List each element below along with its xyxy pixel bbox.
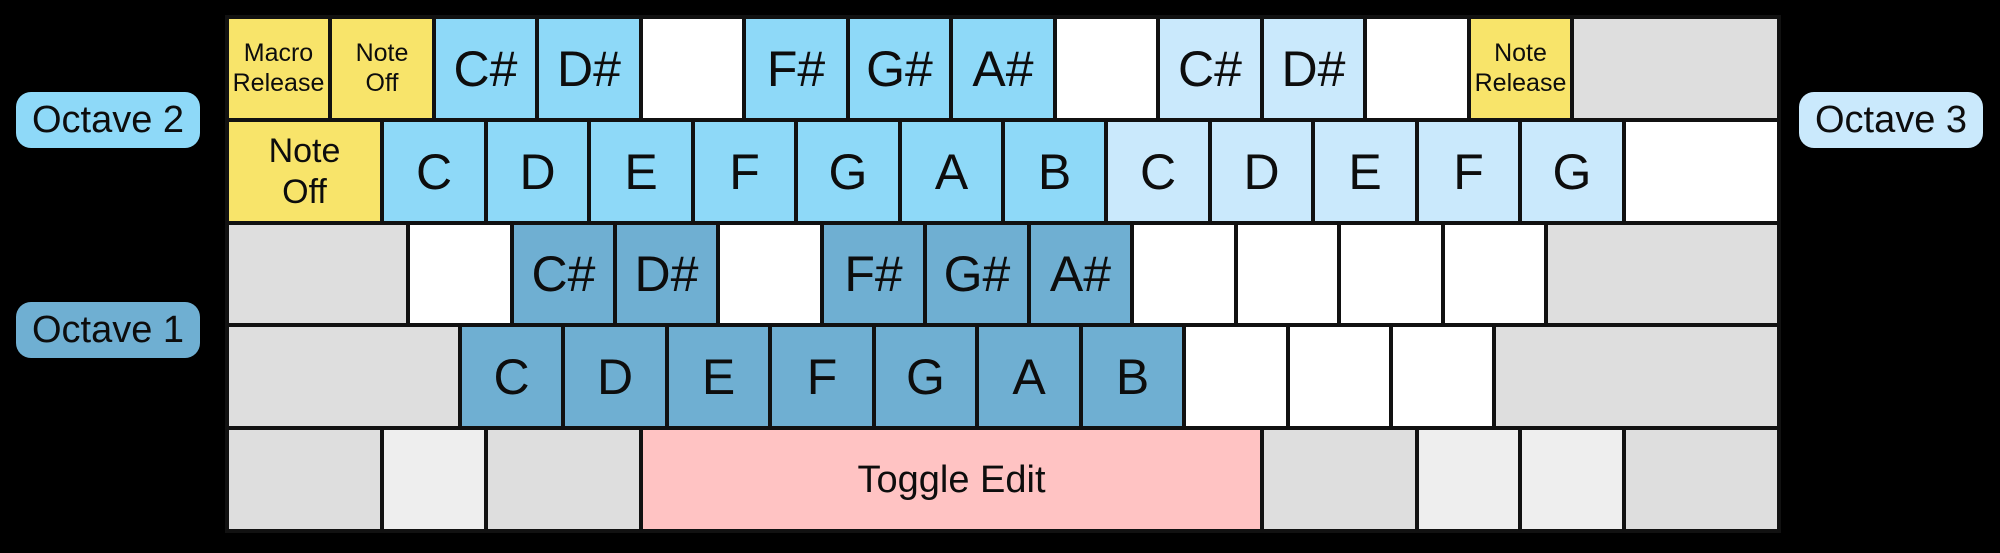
key-blank xyxy=(1288,325,1391,428)
octave-2-label: Octave 2 xyxy=(16,92,200,148)
key-csharp-octave3: C# xyxy=(1158,17,1262,120)
key-a-octave2: A xyxy=(900,120,1003,223)
key-c-octave1: C xyxy=(460,325,563,428)
key-c-octave3: C xyxy=(1106,120,1210,223)
key-d-octave2: D xyxy=(486,120,589,223)
key-g-octave3: G xyxy=(1520,120,1624,223)
key-ctrl-left xyxy=(227,428,382,531)
key-blank xyxy=(718,223,822,325)
key-menu xyxy=(1520,428,1624,531)
key-asharp-octave2: A# xyxy=(951,17,1055,120)
key-dsharp-octave3: D# xyxy=(1262,17,1365,120)
key-g-octave1: G xyxy=(874,325,977,428)
key-blank xyxy=(1184,325,1288,428)
key-blank xyxy=(641,17,744,120)
key-blank xyxy=(408,223,512,325)
key-macro-release: Macro Release xyxy=(227,17,330,120)
key-alt-left xyxy=(486,428,641,531)
octave-1-label: Octave 1 xyxy=(16,302,200,358)
key-e-octave2: E xyxy=(589,120,693,223)
key-csharp-octave1: C# xyxy=(512,223,615,325)
key-b-octave2: B xyxy=(1003,120,1106,223)
key-gsharp-octave2: G# xyxy=(848,17,951,120)
key-f-octave3: F xyxy=(1417,120,1520,223)
key-dsharp-octave2: D# xyxy=(537,17,641,120)
key-blank xyxy=(1365,17,1469,120)
key-f-octave1: F xyxy=(770,325,874,428)
key-asharp-octave1: A# xyxy=(1029,223,1132,325)
key-blank xyxy=(1443,223,1546,325)
key-enter xyxy=(1546,223,1779,325)
key-space-toggle-edit: Toggle Edit xyxy=(641,428,1262,531)
key-note-off-tab: Note Off xyxy=(227,120,382,223)
key-a-octave1: A xyxy=(977,325,1081,428)
key-f-octave2: F xyxy=(693,120,796,223)
key-backspace xyxy=(1572,17,1779,120)
key-e-octave1: E xyxy=(667,325,770,428)
key-e-octave3: E xyxy=(1313,120,1417,223)
key-c-octave2: C xyxy=(382,120,486,223)
key-blank xyxy=(1391,325,1494,428)
key-note-release: Note Release xyxy=(1469,17,1572,120)
key-ctrl-right xyxy=(1624,428,1779,531)
key-alt-right xyxy=(1262,428,1417,531)
key-win-left xyxy=(382,428,486,531)
key-caps-lock xyxy=(227,223,408,325)
key-shift-right xyxy=(1494,325,1779,428)
key-dsharp-octave1: D# xyxy=(615,223,718,325)
key-blank xyxy=(1236,223,1339,325)
key-gsharp-octave1: G# xyxy=(925,223,1029,325)
key-csharp-octave2: C# xyxy=(434,17,537,120)
key-d-octave1: D xyxy=(563,325,667,428)
key-d-octave3: D xyxy=(1210,120,1313,223)
key-blank xyxy=(1132,223,1236,325)
key-blank xyxy=(1055,17,1158,120)
key-blank xyxy=(1339,223,1443,325)
key-g-octave2: G xyxy=(796,120,900,223)
octave-3-label: Octave 3 xyxy=(1799,92,1983,148)
key-shift-left xyxy=(227,325,460,428)
key-blank xyxy=(1624,120,1779,223)
key-note-off: Note Off xyxy=(330,17,434,120)
key-fsharp-octave1: F# xyxy=(822,223,925,325)
key-b-octave1: B xyxy=(1081,325,1184,428)
key-win-right xyxy=(1417,428,1520,531)
key-fsharp-octave2: F# xyxy=(744,17,848,120)
